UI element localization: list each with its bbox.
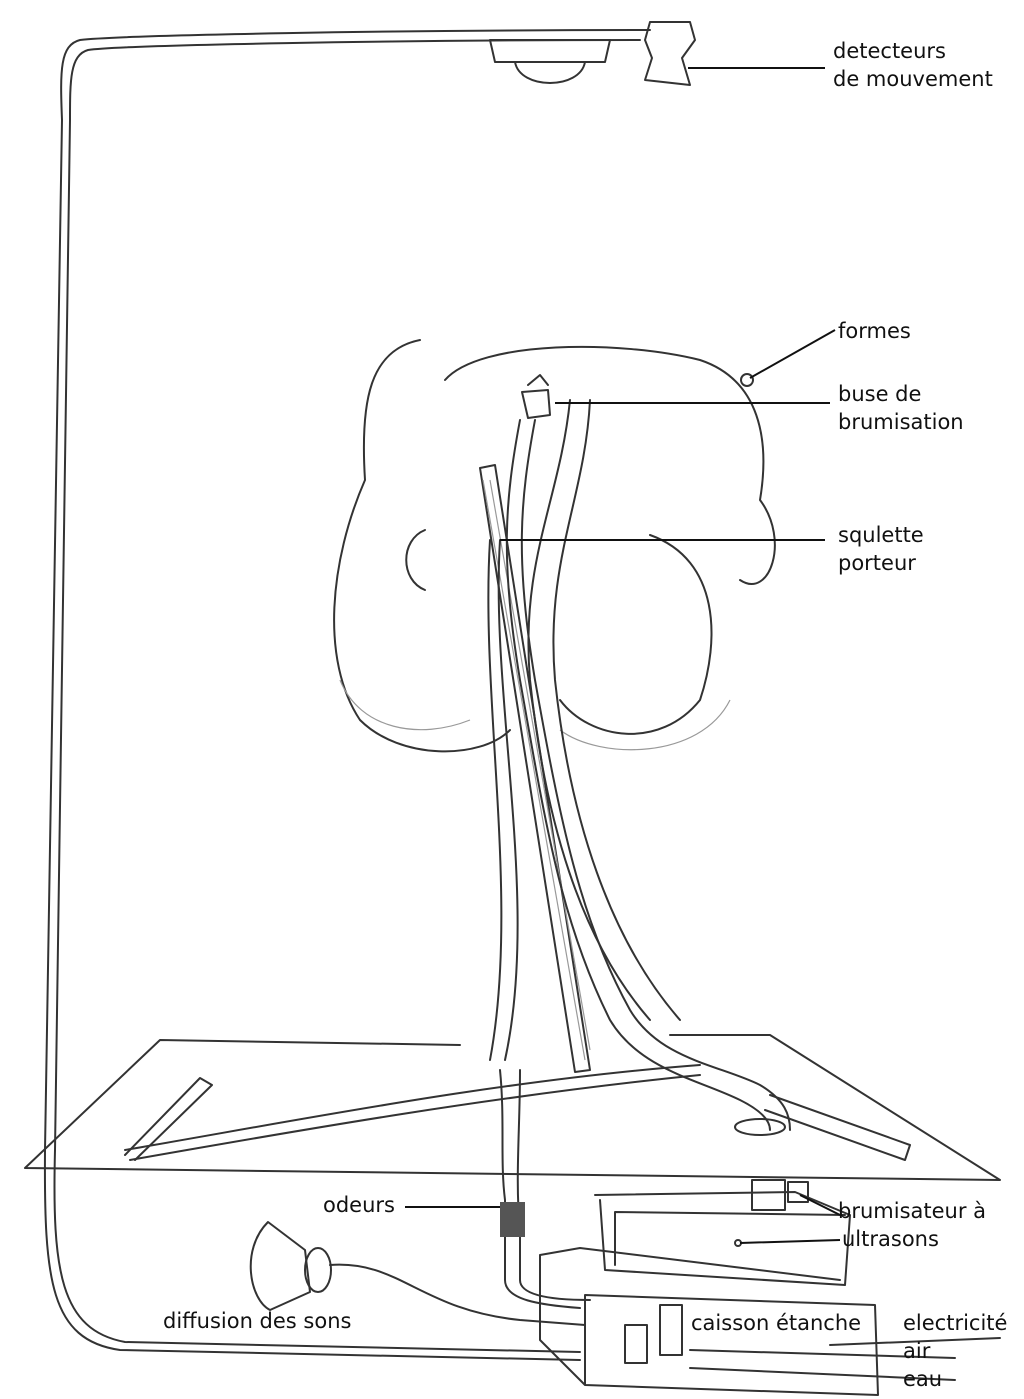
leader-brumisateur [739, 1194, 841, 1244]
label-squelette-2: porteur [838, 551, 916, 575]
label-caisson: caisson étanche [691, 1311, 862, 1335]
motion-detector-1 [489, 39, 611, 84]
mist-nozzle [521, 374, 551, 419]
label-squelette: squlette [838, 523, 924, 547]
label-odeurs: odeurs [323, 1193, 395, 1217]
sealed-box [539, 1247, 879, 1396]
power-cable [43, 29, 651, 1361]
motion-detector-2 [644, 21, 696, 86]
label-formes: formes [838, 319, 911, 343]
label-buse: buse de [838, 382, 922, 406]
label-brumisateur-2: ultrasons [842, 1227, 939, 1251]
speaker [249, 1221, 586, 1326]
odor-cartridge [500, 1202, 525, 1237]
label-diffusion: diffusion des sons [163, 1309, 352, 1333]
mist-tube [505, 419, 771, 1131]
label-eau: eau [903, 1367, 943, 1391]
label-detecteurs-2: de mouvement [833, 67, 993, 91]
label-detecteurs: detecteurs [833, 39, 946, 63]
tree-crown [333, 339, 511, 753]
label-electricite: electricité [903, 1311, 1008, 1335]
support-skeleton [479, 464, 591, 1073]
leader-formes [749, 329, 836, 379]
floor-plane [24, 1034, 1001, 1181]
ultrasonic-mister [594, 1179, 851, 1286]
label-buse-2: brumisation [838, 410, 964, 434]
label-brumisateur: brumisateur à [838, 1199, 987, 1223]
shape-marker [740, 373, 754, 387]
label-air: air [903, 1339, 931, 1363]
